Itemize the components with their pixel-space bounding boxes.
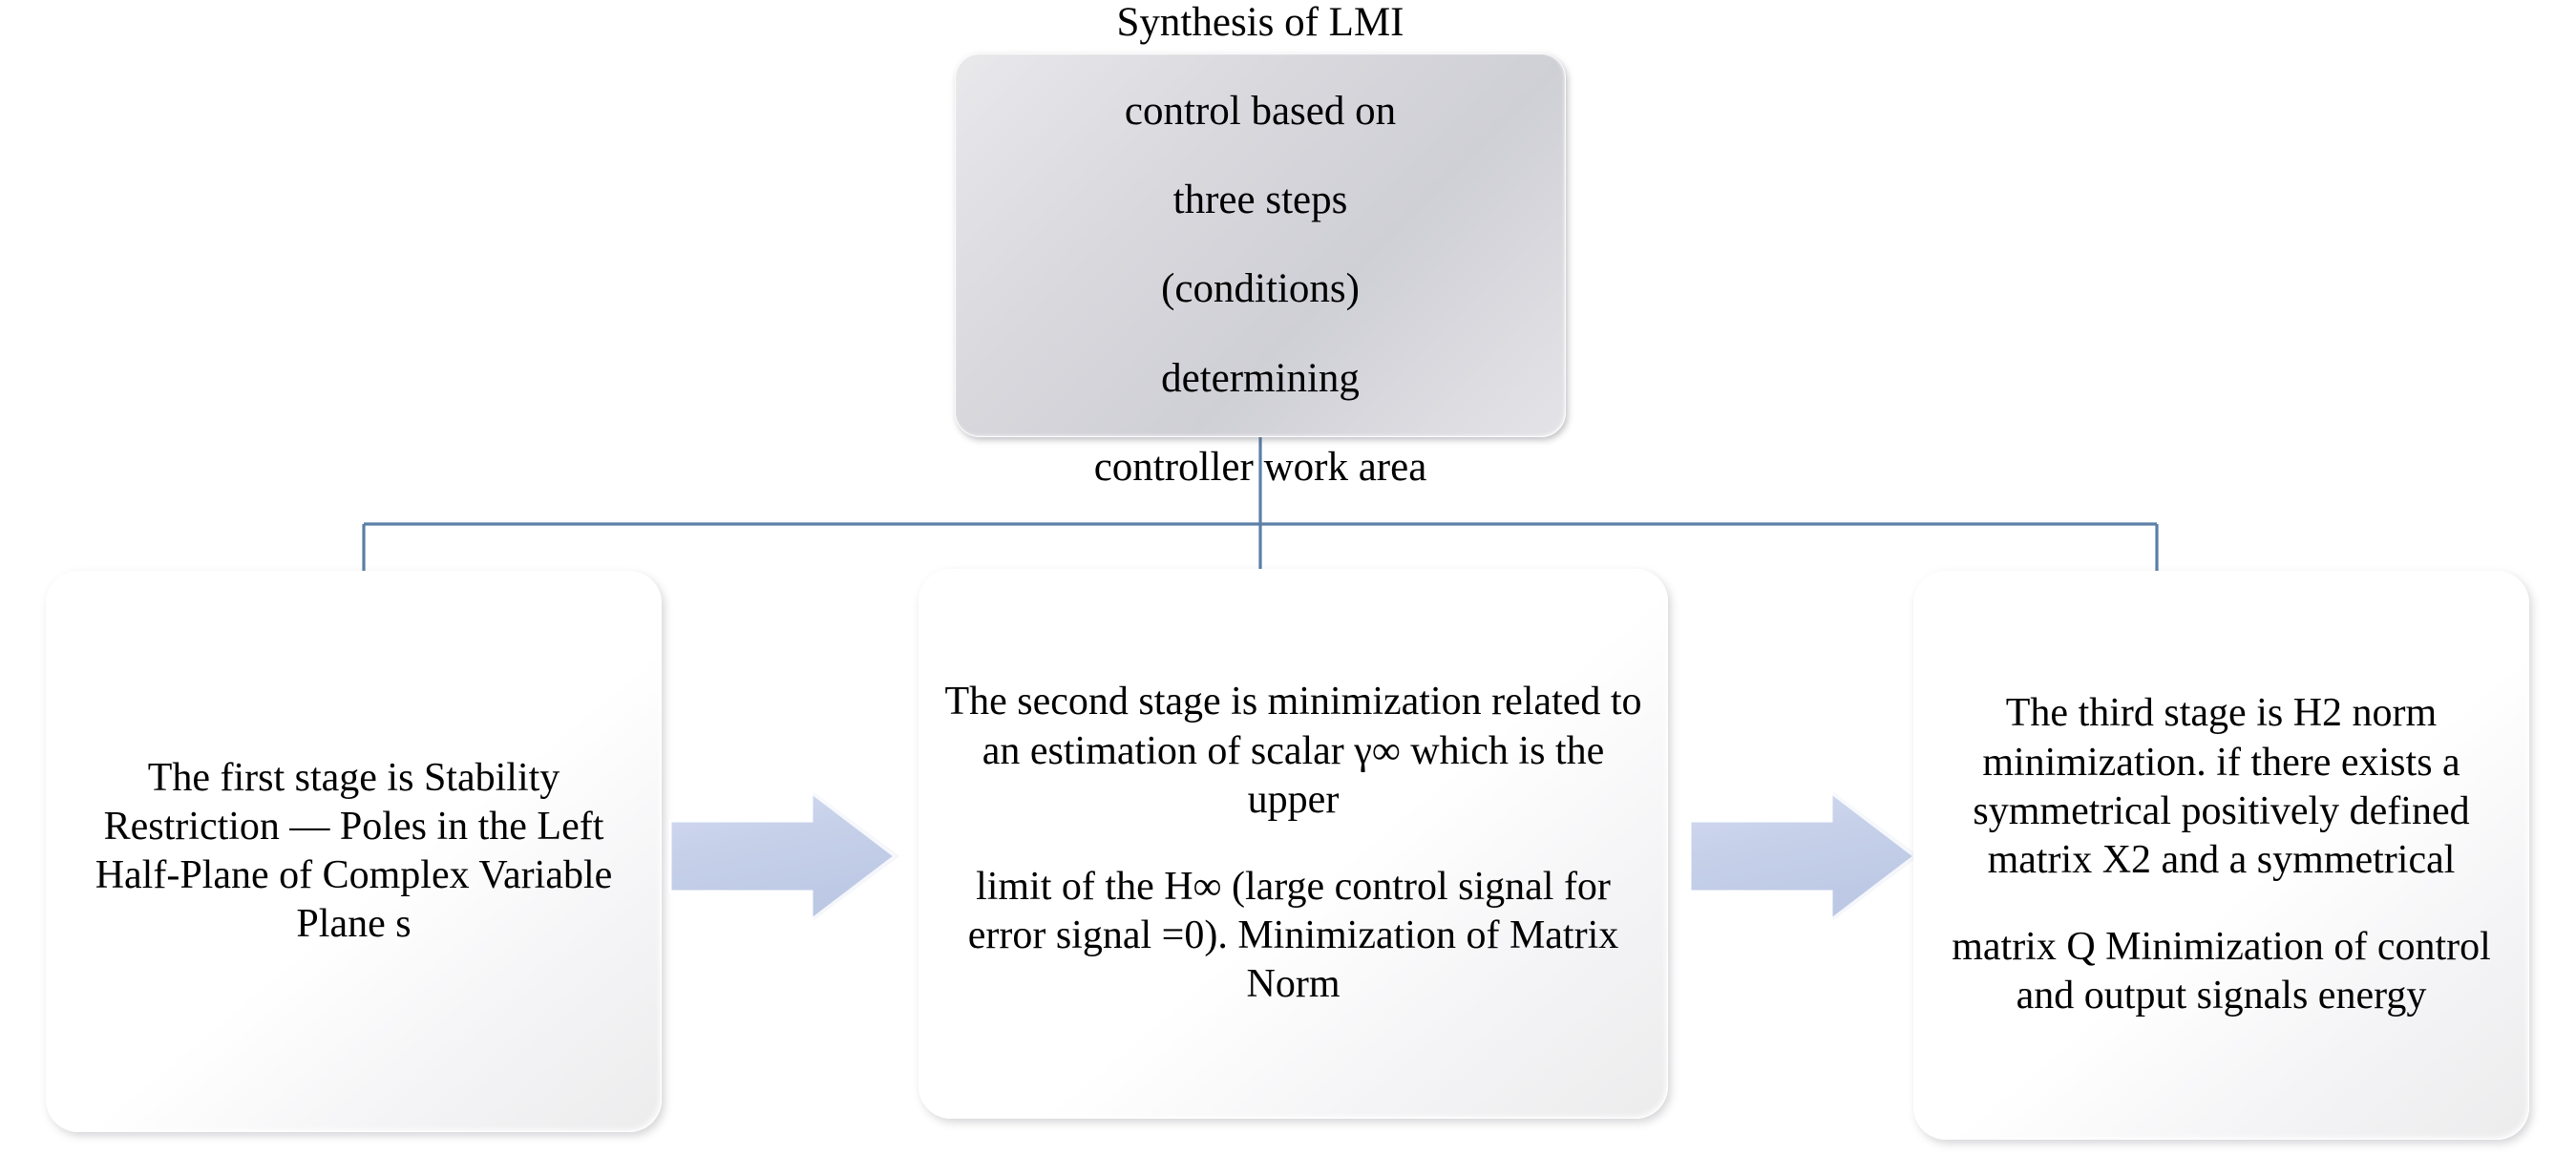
node-stage-first-paragraph-1: The first stage is Stability Restriction… [95, 755, 613, 947]
arrow-shape [1688, 785, 1923, 928]
arrow-shape [668, 785, 903, 928]
arrow-stage2-to-stage3 [1688, 785, 1923, 928]
node-stage-second-paragraph-1: The second stage is minimization related… [944, 680, 1642, 822]
node-root-line-5: determining [1161, 355, 1360, 401]
node-stage-third-paragraph-1: The third stage is H2 norm minimization.… [1973, 691, 2470, 883]
node-stage-third-paragraph-2: matrix Q Minimization of control and out… [1952, 925, 2491, 1018]
node-root-line-2: control based on [1124, 88, 1397, 134]
node-stage-second[interactable]: The second stage is minimization related… [918, 569, 1668, 1119]
node-stage-second-paragraph-2: limit of the H∞ (large control signal fo… [967, 864, 1619, 1007]
node-stage-first[interactable]: The first stage is Stability Restriction… [46, 571, 662, 1132]
node-root-line-3: three steps [1172, 178, 1348, 223]
node-root-line-1: Synthesis of LMI [1116, 0, 1404, 45]
arrow-stage1-to-stage2 [668, 785, 903, 928]
node-root-synthesis[interactable]: Synthesis of LMI control based on three … [955, 0, 1566, 490]
node-stage-third[interactable]: The third stage is H2 norm minimization.… [1913, 571, 2529, 1140]
node-root-line-6: controller work area [1093, 445, 1427, 491]
node-root-line-4: (conditions) [1161, 266, 1360, 312]
arrow-bevel-highlight [810, 790, 899, 922]
